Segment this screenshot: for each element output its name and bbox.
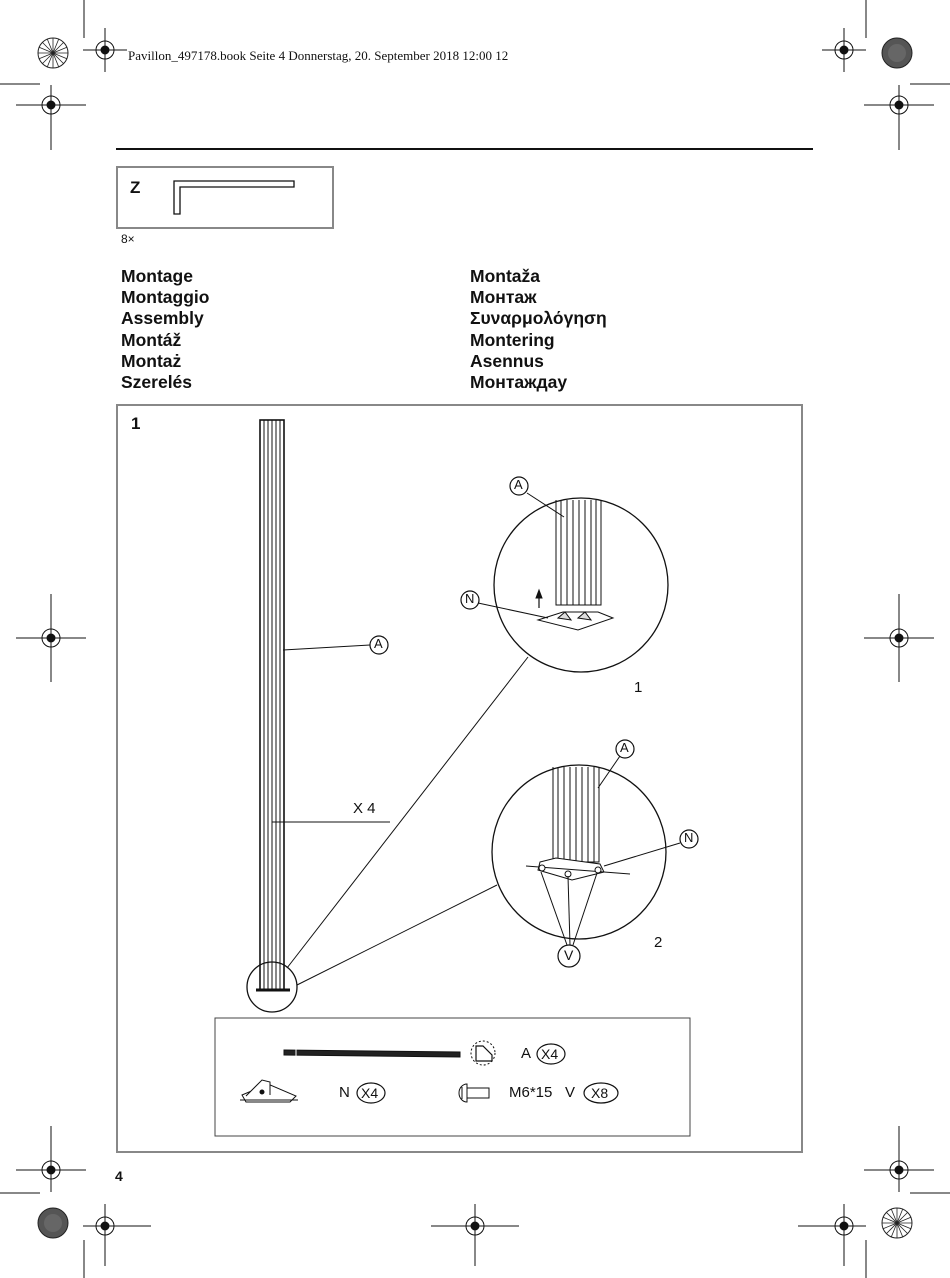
- print-header: Pavillon_497178.book Seite 4 Donnerstag,…: [128, 48, 509, 63]
- gray-swatch-top-right: [881, 37, 913, 69]
- detail-2-label-a: A: [620, 740, 629, 755]
- detail-1-label-a: A: [514, 477, 523, 492]
- pole-label: A: [374, 636, 383, 651]
- pole-drawing: [256, 419, 290, 992]
- part-a-letter: A: [521, 1045, 532, 1062]
- pole-base-magnifier: [246, 961, 298, 1013]
- part-n-bracket-icon: [240, 1079, 298, 1103]
- detail-2-drawing: [491, 739, 699, 968]
- title-de: Montage: [121, 266, 193, 286]
- title-pl: Montaż: [121, 350, 182, 371]
- magnifier-leader-2: [296, 884, 498, 986]
- detail-2-label-n: N: [684, 830, 694, 845]
- title-dk: Montering: [470, 329, 555, 350]
- parts-box: [214, 1017, 691, 1137]
- assembly-titles-left: Montage Montaggio Assembly Montáž Montaż…: [121, 266, 209, 393]
- part-v-qty-oval: [583, 1082, 619, 1104]
- title-hu: Szerelés: [121, 372, 193, 393]
- pole-label-circle: [369, 635, 389, 655]
- part-a-qty-oval: [536, 1043, 566, 1065]
- part-a-profile-icon: [470, 1040, 496, 1066]
- part-a-qty: X4: [541, 1046, 559, 1062]
- title-kz: Монтаждау: [470, 372, 568, 393]
- detail-1-drawing: [460, 476, 669, 673]
- assembly-titles-right: Montaža Монтаж Συναρμολόγηση Montering A…: [470, 266, 607, 393]
- title-en: Assembly: [121, 308, 204, 329]
- detail-1-label-n: N: [465, 591, 475, 606]
- header-rule: [116, 148, 813, 150]
- magnifier-leader-1: [286, 656, 529, 969]
- page-number: 4: [115, 1168, 123, 1184]
- detail-2-label-v: V: [564, 947, 574, 963]
- detail-1-number: 1: [634, 679, 643, 696]
- title-bg: Монтаж: [470, 287, 537, 308]
- allen-key-icon: [173, 180, 295, 215]
- title-cz: Montáž: [121, 329, 182, 350]
- pole-count: X 4: [353, 800, 376, 817]
- tool-letter: Z: [130, 178, 141, 197]
- star-target-top-left: [37, 37, 69, 69]
- pole-label-leader: [282, 644, 371, 651]
- part-v-size: M6*15: [509, 1084, 553, 1101]
- step-number: 1: [131, 414, 141, 433]
- gray-swatch-bottom-left: [37, 1207, 69, 1239]
- star-target-bottom-right: [881, 1207, 913, 1239]
- step-1-frame: [116, 404, 803, 1153]
- registration-marks: [16, 28, 934, 1266]
- part-v-letter: V: [565, 1084, 576, 1101]
- part-n-letter: N: [339, 1084, 350, 1101]
- title-it: Montaggio: [121, 287, 210, 308]
- part-n-qty-oval: [356, 1082, 386, 1104]
- title-fi: Asennus: [470, 350, 544, 371]
- tool-quantity: 8×: [121, 232, 135, 246]
- part-v-screw-icon: [458, 1083, 490, 1103]
- tool-box: [116, 166, 334, 229]
- title-gr: Συναρμολόγηση: [470, 308, 607, 329]
- part-v-qty: X8: [591, 1085, 609, 1101]
- detail-2-number: 2: [654, 934, 663, 951]
- part-n-qty: X4: [361, 1085, 379, 1101]
- title-si: Montaža: [470, 266, 540, 286]
- part-a-pole-icon: [283, 1049, 461, 1058]
